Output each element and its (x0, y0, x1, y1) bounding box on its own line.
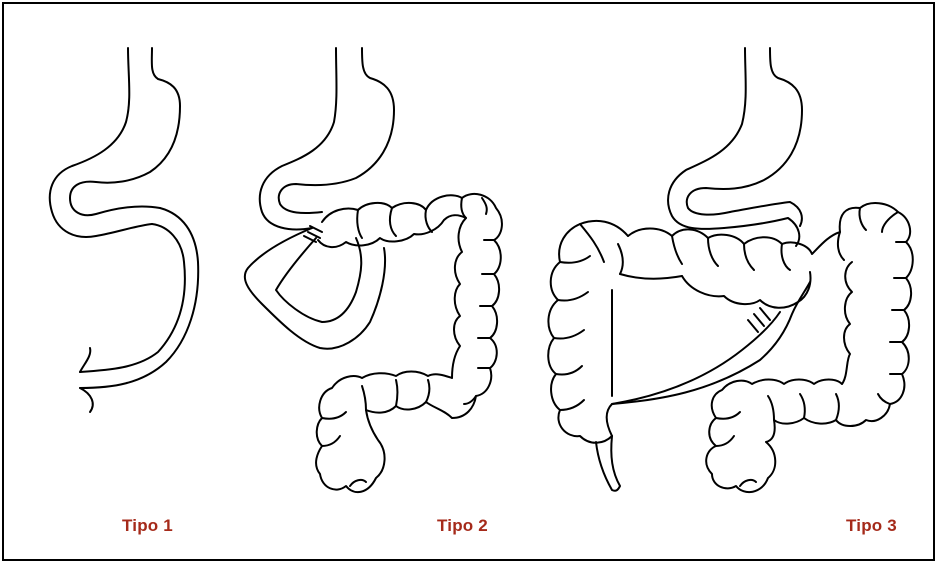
type1-label: Tipo 1 (122, 516, 173, 536)
type3-label: Tipo 3 (846, 516, 897, 536)
type1-illustration (50, 48, 198, 412)
type1-intestine (80, 208, 198, 412)
type3-illustration (548, 48, 913, 492)
type2-colon (316, 194, 502, 492)
type3-stomach (668, 48, 802, 246)
type3-colon (548, 203, 913, 492)
type2-label: Tipo 2 (437, 516, 488, 536)
type2-illustration (245, 48, 502, 492)
